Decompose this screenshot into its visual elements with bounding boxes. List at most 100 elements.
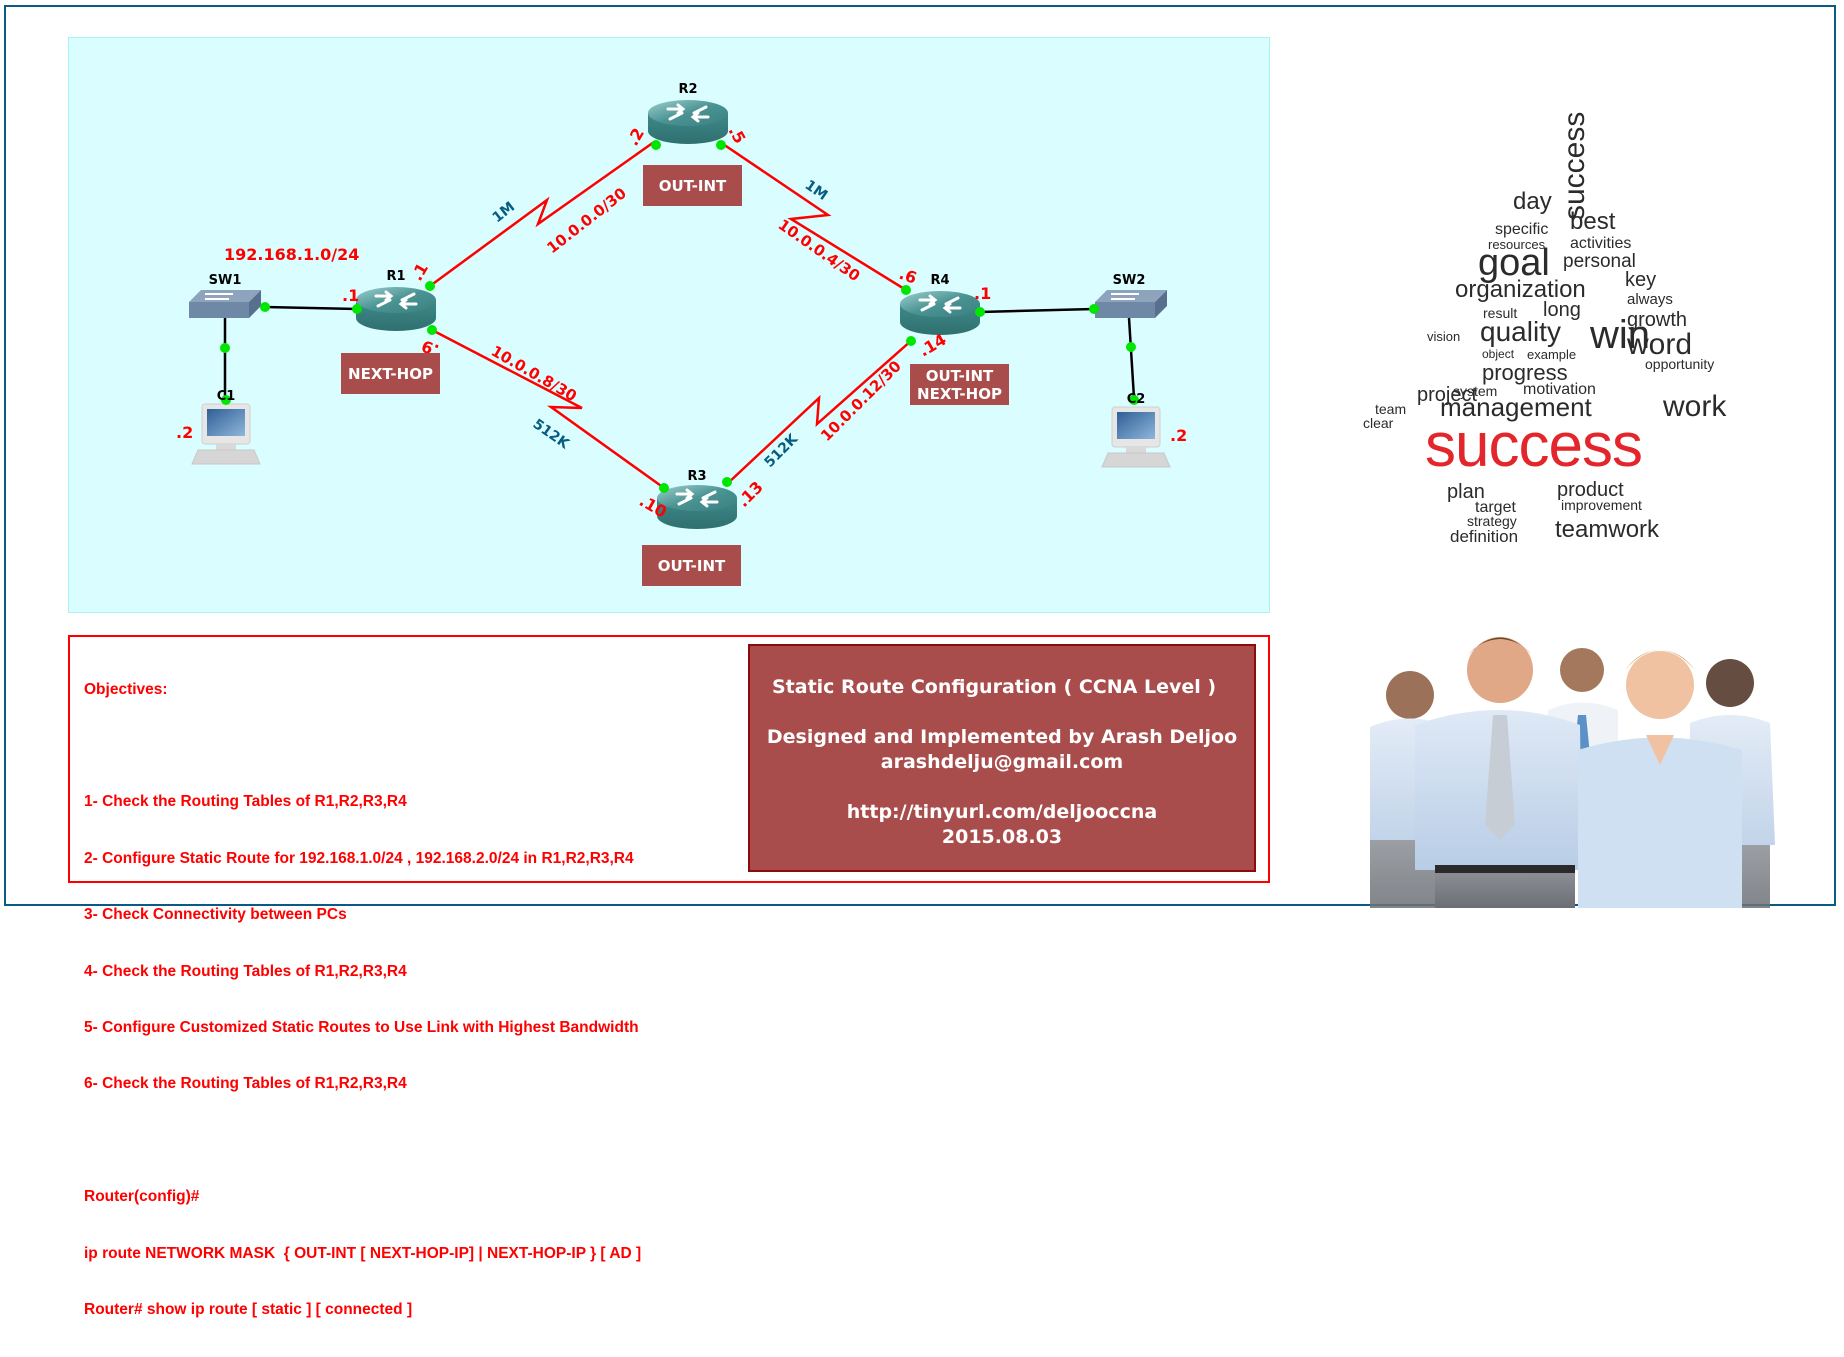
pc-c1[interactable] bbox=[191, 403, 261, 465]
ip-c1: .2 bbox=[176, 423, 193, 442]
objective-item: 5- Configure Customized Static Routes to… bbox=[84, 1018, 639, 1036]
author-email[interactable]: arashdelju@gmail.com bbox=[880, 751, 1124, 773]
port-dot bbox=[221, 395, 231, 405]
port-dot bbox=[260, 302, 270, 312]
pc-c2[interactable] bbox=[1101, 406, 1171, 468]
label-r3: R3 bbox=[687, 469, 706, 484]
link-r2-r4[interactable] bbox=[719, 140, 907, 292]
cloud-word: system bbox=[1453, 383, 1498, 399]
cloud-word: progress bbox=[1482, 360, 1568, 385]
label-sw2: SW2 bbox=[1113, 273, 1146, 288]
port-dots bbox=[220, 140, 1139, 493]
objectives-heading: Objectives: bbox=[84, 680, 168, 698]
person bbox=[1578, 650, 1742, 908]
objectives-text: Objectives: 1- Check the Routing Tables … bbox=[84, 643, 641, 1357]
cloud-word: example bbox=[1527, 347, 1577, 362]
link-r1-r2[interactable] bbox=[429, 140, 655, 288]
label-r2: R2 bbox=[678, 82, 697, 97]
router-r3[interactable] bbox=[655, 483, 739, 531]
router-r2[interactable] bbox=[646, 98, 730, 146]
port-dot bbox=[1129, 395, 1139, 405]
tag-r1-line: NEXT-HOP bbox=[348, 364, 433, 383]
port-dot bbox=[975, 307, 985, 317]
port-dot bbox=[425, 281, 435, 291]
cloud-word: success bbox=[1558, 111, 1591, 220]
person bbox=[1415, 637, 1582, 908]
cloud-word: product bbox=[1557, 479, 1624, 501]
cloud-word: always bbox=[1627, 291, 1673, 308]
cloud-word: strategy bbox=[1467, 513, 1517, 529]
success-word-cloud-image: success day best specific resources acti… bbox=[1345, 112, 1765, 545]
label-r4: R4 bbox=[930, 273, 949, 288]
cloud-word: opportunity bbox=[1645, 356, 1715, 372]
business-team-photo bbox=[1370, 637, 1775, 908]
link-r4-sw2[interactable] bbox=[979, 307, 1095, 314]
port-dot bbox=[906, 336, 916, 346]
port-dot bbox=[659, 483, 669, 493]
objective-item: 2- Configure Static Route for 192.168.1.… bbox=[84, 849, 634, 867]
cloud-word: vision bbox=[1427, 329, 1461, 344]
tag-r2: OUT-INT bbox=[643, 165, 742, 206]
label-c1: C1 bbox=[217, 389, 236, 404]
switch-sw1[interactable] bbox=[188, 289, 262, 319]
lab-date: 2015.08.03 bbox=[941, 826, 1063, 848]
tag-r3-line: OUT-INT bbox=[657, 556, 726, 575]
title-box: Static Route Configuration ( CCNA Level … bbox=[748, 644, 1256, 872]
link-r3-r4[interactable] bbox=[726, 339, 913, 485]
cloud-word: teamwork bbox=[1555, 516, 1660, 543]
tag-r3: OUT-INT bbox=[642, 545, 741, 586]
command-line: Router# show ip route [ static ] [ conne… bbox=[84, 1300, 413, 1318]
port-dot bbox=[427, 325, 437, 335]
link-sw2-c2[interactable] bbox=[1127, 317, 1136, 399]
port-dot bbox=[651, 140, 661, 150]
wan-links bbox=[429, 140, 913, 490]
cloud-word: growth bbox=[1627, 309, 1688, 331]
ip-r1-lan: .1 bbox=[342, 286, 359, 305]
cloud-word: personal bbox=[1563, 251, 1636, 272]
router-r1[interactable] bbox=[354, 285, 438, 333]
cloud-word: word bbox=[1627, 328, 1693, 361]
cloud-word: motivation bbox=[1523, 381, 1596, 398]
cloud-word: result bbox=[1483, 305, 1518, 321]
author-line: Designed and Implemented by Arash Deljoo bbox=[766, 726, 1238, 748]
lan-links bbox=[223, 305, 1136, 399]
port-dot bbox=[901, 285, 911, 295]
slide-frame bbox=[4, 5, 1836, 906]
port-dot bbox=[352, 304, 362, 314]
cloud-word: long bbox=[1543, 299, 1581, 321]
lab-title: Static Route Configuration ( CCNA Level … bbox=[772, 676, 1217, 698]
port-dot bbox=[1089, 304, 1099, 314]
cloud-word: clear bbox=[1363, 415, 1394, 431]
label-lan-network: 192.168.1.0/24 bbox=[224, 245, 359, 264]
port-dot bbox=[722, 477, 732, 487]
cloud-word: activities bbox=[1570, 235, 1632, 252]
objective-item: 6- Check the Routing Tables of R1,R2,R3,… bbox=[84, 1075, 407, 1093]
cloud-word: resources bbox=[1488, 237, 1546, 252]
cloud-word: target bbox=[1475, 499, 1516, 516]
label-c2: C2 bbox=[1127, 392, 1146, 407]
port-dot bbox=[220, 343, 230, 353]
tag-r4-line-2: NEXT-HOP bbox=[917, 384, 1002, 403]
cloud-word: team bbox=[1375, 401, 1407, 417]
lab-url[interactable]: http://tinyurl.com/deljooccna bbox=[846, 801, 1158, 823]
tag-r4-line-1: OUT-INT bbox=[925, 366, 994, 385]
cloud-word: project bbox=[1417, 384, 1478, 406]
objective-item: 3- Check Connectivity between PCs bbox=[84, 906, 347, 924]
cloud-word-highlight: success bbox=[1425, 411, 1643, 480]
cloud-word: plan bbox=[1447, 481, 1485, 503]
tag-r1: NEXT-HOP bbox=[341, 353, 440, 394]
objective-item: 1- Check the Routing Tables of R1,R2,R3,… bbox=[84, 793, 407, 811]
port-dot bbox=[1126, 342, 1136, 352]
ip-r4-lan: .1 bbox=[974, 284, 991, 303]
cloud-word: definition bbox=[1450, 527, 1519, 546]
ip-r4-to-r2: .6 bbox=[897, 264, 920, 288]
label-sw1: SW1 bbox=[209, 273, 242, 288]
router-r4[interactable] bbox=[898, 289, 982, 337]
switch-sw2[interactable] bbox=[1094, 289, 1168, 319]
port-dot bbox=[716, 140, 726, 150]
link-r1-r3[interactable] bbox=[431, 328, 665, 490]
cloud-word: quality bbox=[1480, 316, 1561, 347]
objective-item: 4- Check the Routing Tables of R1,R2,R3,… bbox=[84, 962, 407, 980]
cloud-word: object bbox=[1482, 347, 1515, 361]
link-sw1-r1[interactable] bbox=[264, 305, 358, 311]
